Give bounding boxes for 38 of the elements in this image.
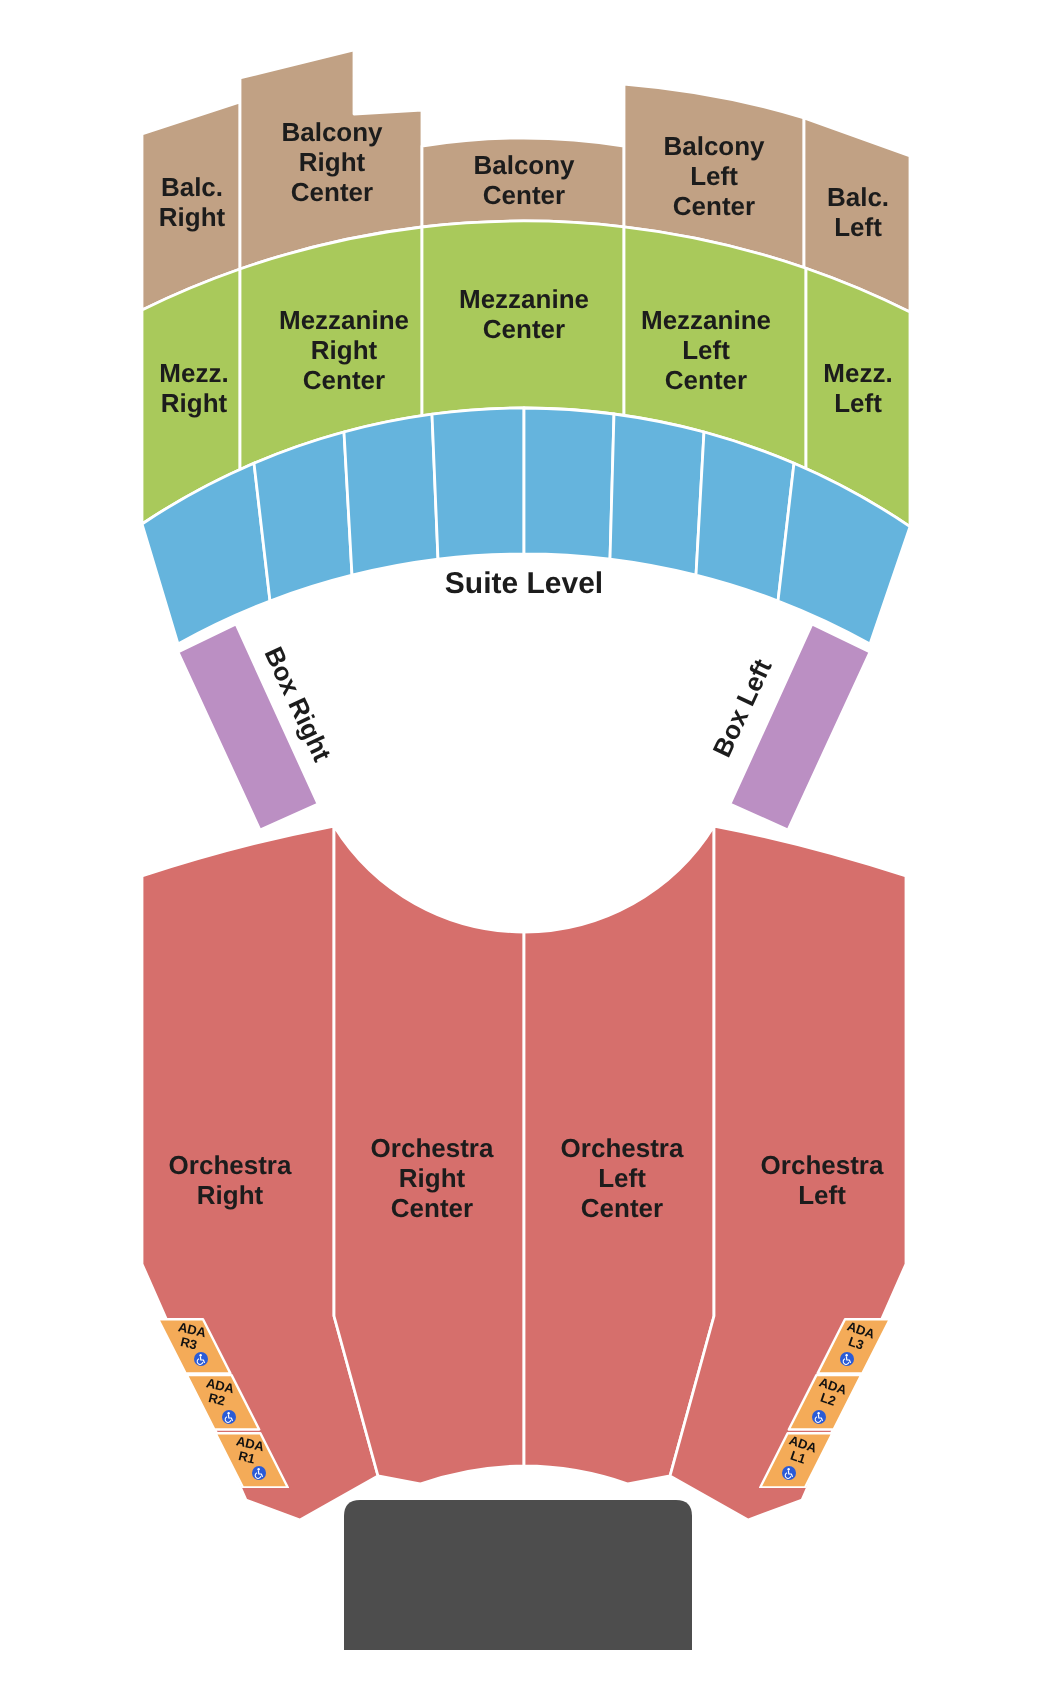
accessible-seating-section bbox=[156, 1318, 234, 1375]
suite-section bbox=[608, 412, 706, 578]
section-label: Balcony Right Center bbox=[281, 117, 383, 207]
section-label: Orchestra Right Center bbox=[370, 1133, 494, 1223]
section-label: Orchestra Left bbox=[760, 1150, 884, 1210]
suite-section bbox=[694, 430, 796, 604]
section-label: Mezz. Right bbox=[159, 358, 229, 418]
suite-section bbox=[342, 412, 440, 578]
seating-section bbox=[420, 136, 626, 230]
section-label: Mezzanine Right Center bbox=[279, 305, 409, 395]
section-label: Orchestra Left Center bbox=[560, 1133, 684, 1223]
accessible-seating-section bbox=[814, 1318, 892, 1375]
section-label: Orchestra Right bbox=[168, 1150, 292, 1210]
stage bbox=[342, 1498, 694, 1652]
suite-section bbox=[140, 460, 272, 646]
section-label: Balcony Center bbox=[473, 150, 575, 210]
suite-section bbox=[522, 406, 616, 562]
suite-section bbox=[776, 460, 912, 646]
seating-section bbox=[622, 224, 808, 472]
section-label: Balc. Right bbox=[158, 172, 226, 232]
section-label: Box Right bbox=[258, 642, 338, 766]
seating-section bbox=[332, 824, 526, 1486]
accessible-seating-section bbox=[212, 1431, 290, 1488]
suite-section bbox=[430, 406, 526, 562]
accessible-seating-section bbox=[184, 1374, 262, 1432]
accessible-seating-section bbox=[786, 1374, 864, 1432]
seating-section bbox=[804, 266, 912, 530]
section-label: Balc. Left bbox=[826, 182, 890, 242]
section-label: Mezzanine Center bbox=[459, 284, 589, 344]
accessible-seating-section bbox=[758, 1431, 836, 1488]
section-label: Mezz. Left bbox=[823, 358, 893, 418]
suite-section bbox=[252, 430, 354, 604]
level-label: Suite Level bbox=[444, 567, 604, 601]
section-label: Mezzanine Left Center bbox=[641, 305, 771, 395]
seating-section bbox=[420, 218, 626, 418]
section-label: Balcony Left Center bbox=[663, 131, 765, 221]
section-label: Box Left bbox=[706, 654, 778, 762]
seating-section bbox=[802, 116, 912, 314]
